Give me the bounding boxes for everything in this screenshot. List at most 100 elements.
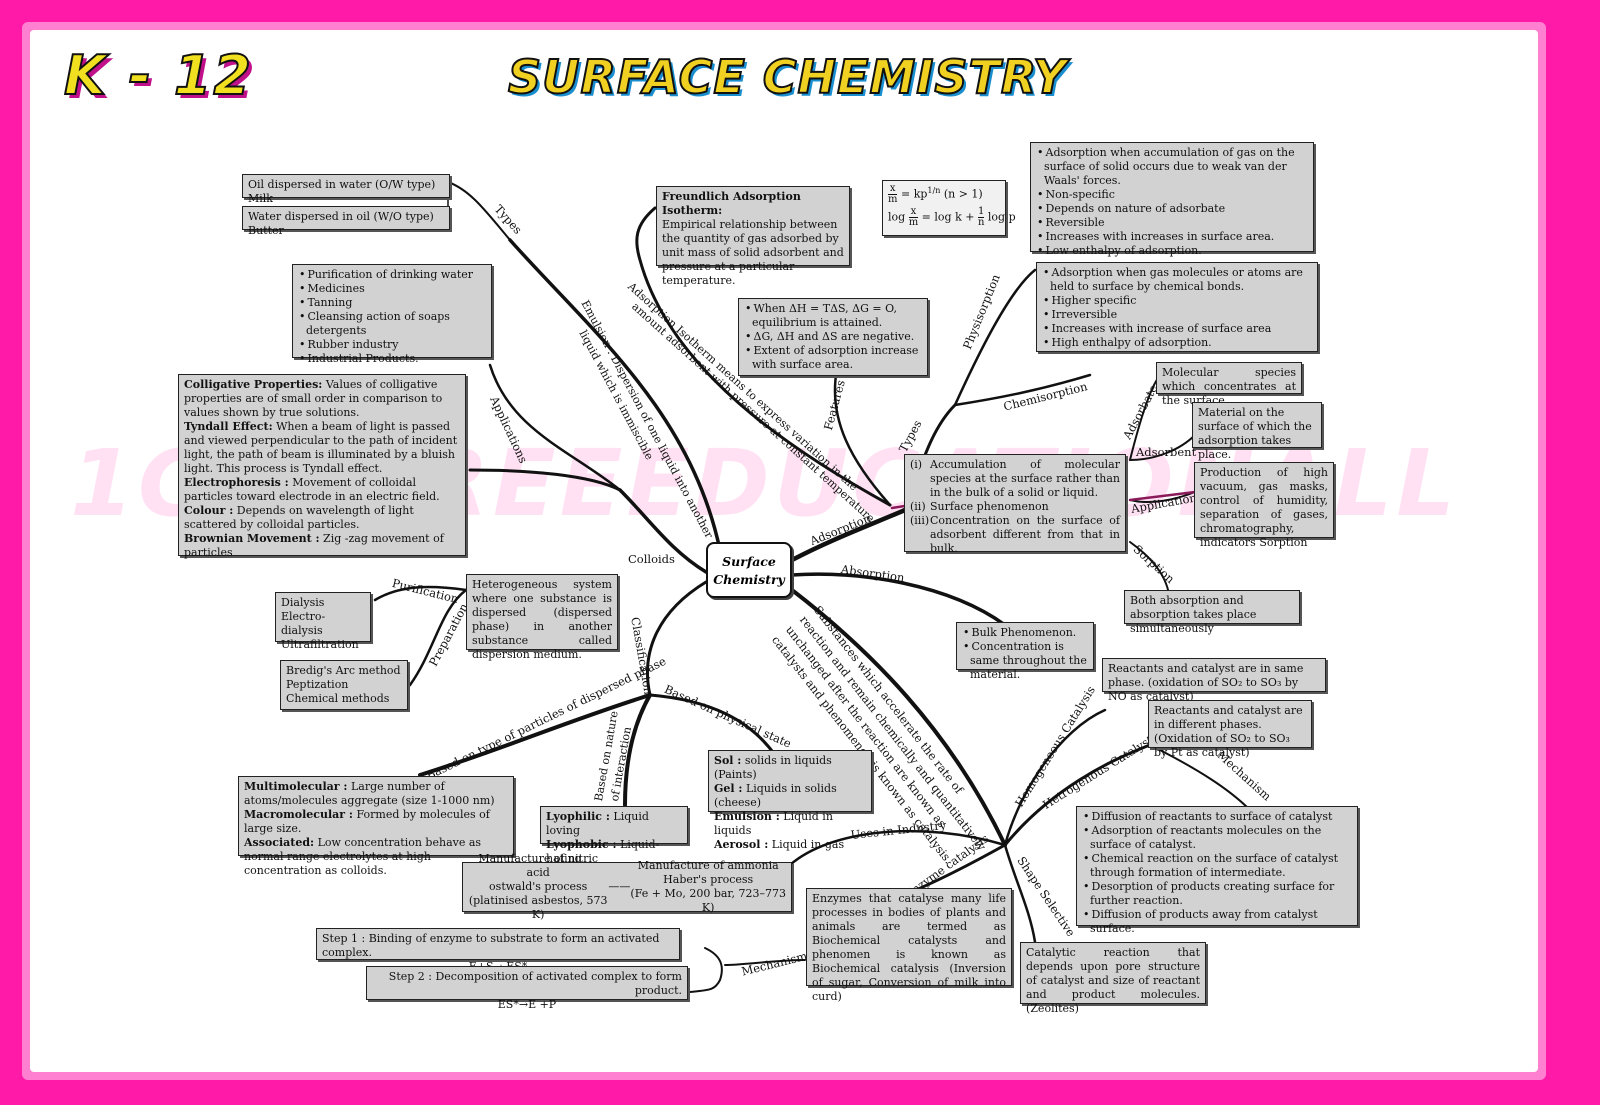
physisorption-item: Depends on nature of adsorbate (1036, 202, 1308, 216)
mechanism-list: Diffusion of reactants to surface of cat… (1082, 810, 1352, 936)
state-item-head: Sol : (714, 754, 742, 767)
particle-item-text: Low concentration behave as normal range… (244, 836, 482, 877)
link-mechanism-enz (724, 959, 806, 966)
link-purification (373, 585, 468, 602)
adsorption-def-num: (i) (910, 458, 923, 471)
freundlich-text: Empirical relationship between the quant… (662, 218, 844, 287)
feature-item: When ΔH = TΔS, ΔG = O, equilibrium is at… (744, 302, 922, 330)
property-item-text: Zig -zag movement of particles (184, 532, 444, 559)
box-applications-ads: Production of high vacuum, gas masks, co… (1194, 462, 1334, 549)
industry-left3: (platinised asbestos, 573 K) (468, 894, 608, 921)
industry-right3: (Fe + Mo, 200 bar, 723–773 K) (630, 887, 786, 914)
nature-item-head: Lyophilic : (546, 810, 610, 823)
property-item-text: Depends on wavelength of light scattered… (184, 504, 414, 531)
mind-map-canvas: 1GETFREEEDUCATIONALL K - 12 SURFACE CHEM… (30, 30, 1538, 1072)
particle-item: Associated: Low concentration behave as … (244, 836, 508, 878)
physisorption-item: Low enthalpy of adsorption. (1036, 244, 1308, 258)
nature-item-head: Lyophobic : (546, 838, 617, 851)
link-based-nature (623, 693, 652, 807)
formula2-pre: log (888, 210, 906, 224)
center-line1: Surface (722, 554, 776, 569)
particle-item-head: Multimolecular : (244, 780, 348, 793)
box-mechanism: Diffusion of reactants to surface of cat… (1076, 806, 1358, 935)
link-applications-accent (1128, 490, 1197, 502)
page-title: SURFACE CHEMISTRY (507, 49, 1068, 105)
state-item-head: Gel : (714, 782, 743, 795)
adsorption-def-item: (i)Accumulation of molecular species at … (910, 458, 1120, 500)
box-adsorption-def: (i)Accumulation of molecular species at … (904, 454, 1126, 555)
step2-equation: ES*→E +P (497, 998, 557, 1011)
absorption-item: Concentration is same throughout the mat… (962, 640, 1088, 682)
box-adsorbent: Material on the surface of which the ads… (1192, 402, 1322, 461)
particle-item: Macromolecular : Formed by molecules of … (244, 808, 508, 836)
features-list: When ΔH = TΔS, ΔG = O, equilibrium is at… (744, 302, 922, 372)
state-item-text: Liquid in gas (771, 838, 845, 851)
mechanism-item: Diffusion of products away from catalyst… (1082, 908, 1352, 936)
adsorption-def-item: (ii)Surface phenomenon (910, 500, 1120, 514)
adsorption-def-num: (iii) (910, 514, 930, 527)
absorption-list: Bulk Phenomenon.Concentration is same th… (962, 626, 1088, 682)
box-adsorbate: Molecular species which concentrates at … (1156, 362, 1302, 407)
formula1-cond: (n > 1) (943, 187, 983, 201)
mechanism-item: Diffusion of reactants to surface of cat… (1082, 810, 1352, 824)
chemisorption-item: Increases with increase of surface area (1042, 322, 1312, 336)
box-chemisorption: Adsorption when gas molecules or atoms a… (1036, 262, 1318, 352)
property-item-text: Values of colligative properties are of … (184, 378, 443, 419)
property-item: Tyndall Effect: When a beam of light is … (184, 420, 460, 476)
nature-item: Lyophilic : Liquid loving (546, 810, 682, 838)
industry-right2: Haber's process (663, 873, 754, 886)
nature-item: Lyophobic : Liquid-hating (546, 838, 682, 866)
brand-logo: K - 12 (63, 43, 254, 108)
industry-left2: ostwald's process (489, 880, 588, 893)
absorption-item: Bulk Phenomenon. (962, 626, 1088, 640)
link-prep (408, 588, 468, 687)
properties-list: Colligative Properties: Values of collig… (184, 378, 460, 560)
state-item-text: Liquids in solids (cheese) (714, 782, 837, 809)
industry-left1: Manufacture of nitric acid (478, 852, 599, 879)
state-item: Gel : Liquids in solids (cheese) (714, 782, 866, 810)
box-industry: Manufacture of nitric acid ostwald's pro… (462, 852, 792, 921)
formula1-exp: 1/n (927, 186, 941, 195)
link-shape (1003, 843, 1037, 944)
link-colloids (618, 488, 708, 574)
link-adsorbent (1129, 434, 1196, 461)
property-item: Colligative Properties: Values of collig… (184, 378, 460, 420)
property-item: Brownian Movement : Zig -zag movement of… (184, 532, 460, 560)
center-line2: Chemistry (713, 572, 785, 587)
property-item: Electrophoresis : Movement of colloidal … (184, 476, 460, 504)
application-item: Medicines (298, 282, 486, 296)
chemisorption-item: Irreversible (1042, 308, 1312, 322)
label-adsorbent: Adsorbent (1136, 445, 1197, 459)
particle-item: Multimolecular : Large number of atoms/m… (244, 780, 508, 808)
physisorption-list: Adsorption when accumulation of gas on t… (1036, 146, 1308, 258)
link-emulsion-types (447, 181, 511, 241)
link-adsorbate (1129, 377, 1159, 461)
link-classification (646, 580, 708, 697)
formula2-mid: = log k + (921, 210, 975, 224)
industry-row: Manufacture of nitric acid ostwald's pro… (468, 852, 786, 921)
box-absorption: Bulk Phenomenon.Concentration is same th… (956, 622, 1094, 681)
nature-item-text: Liquid loving (546, 810, 649, 837)
box-features: When ΔH = TΔS, ΔG = O, equilibrium is at… (738, 298, 928, 376)
particle-item-head: Macromolecular : (244, 808, 353, 821)
state-item-head: Aerosol : (714, 838, 769, 851)
step1-text: Step 1 : Binding of enzyme to substrate … (322, 932, 660, 959)
state-item: Aerosol : Liquid in gas (714, 838, 866, 852)
industry-dash: —— (608, 880, 631, 893)
adsorption-def-text: Concentration on the surface of adsorben… (930, 514, 1120, 555)
link-heterogenous (1003, 743, 1152, 847)
link-based-state (648, 693, 777, 757)
particle-item-text: Large number of atoms/molecules aggregat… (244, 780, 495, 807)
center-node: Surface Chemistry (706, 542, 792, 598)
application-item: Industrial Products. (298, 352, 486, 366)
physisorption-item: Increases with increases in surface area… (1036, 230, 1308, 244)
state-item-head: Emulsion : (714, 810, 780, 823)
property-item-head: Tyndall Effect: (184, 420, 273, 433)
box-shape-selective: Catalytic reaction that depends upon por… (1020, 942, 1206, 1015)
